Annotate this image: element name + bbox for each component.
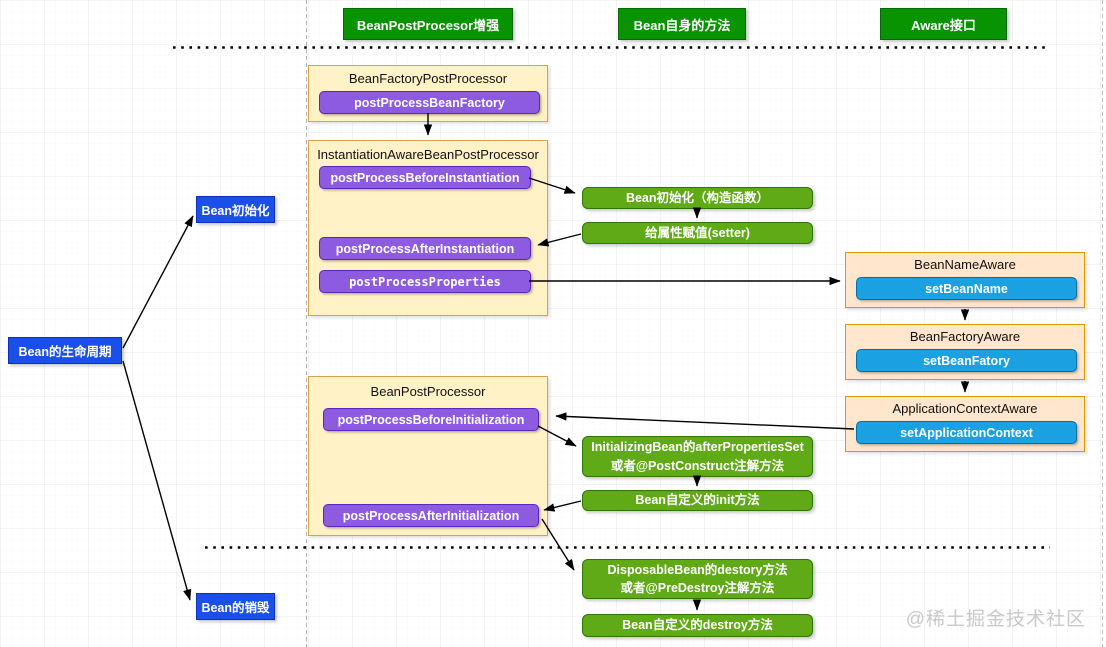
step-line2: 或者@PreDestroy注解方法 bbox=[620, 581, 775, 595]
node-bean-destroy: Bean的销毁 bbox=[196, 593, 275, 620]
watermark: @稀土掘金技术社区 bbox=[905, 609, 1086, 630]
step-line1: DisposableBean的destory方法 bbox=[607, 562, 788, 577]
method-postprocessafterinitialization: postProcessAfterInitialization bbox=[323, 504, 539, 527]
node-bean-lifecycle: Bean的生命周期 bbox=[8, 337, 122, 364]
step-line1: InitializingBean的afterPropertiesSet bbox=[591, 440, 804, 455]
step-afterpropertiesset: InitializingBean的afterPropertiesSet 或者@P… bbox=[582, 436, 813, 477]
method-postprocessbeforeinitialization: postProcessBeforeInitialization bbox=[323, 408, 539, 431]
step-setter: 给属性赋值(setter) bbox=[582, 222, 813, 244]
aware-beannameaware: BeanNameAware setBeanName bbox=[845, 252, 1085, 308]
group-instantiationawarebeanpostprocessor: InstantiationAwareBeanPostProcessor post… bbox=[308, 140, 548, 316]
lane-header-beanpostprocessor: BeanPostProcesor增强 bbox=[343, 8, 513, 40]
step-disposable-destroy: DisposableBean的destory方法 或者@PreDestroy注解… bbox=[582, 559, 813, 599]
step-line2: 或者@PostConstruct注解方法 bbox=[610, 458, 785, 473]
aware-title: BeanFactoryAware bbox=[909, 329, 1021, 344]
aware-applicationcontextaware: ApplicationContextAware setApplicationCo… bbox=[845, 396, 1085, 452]
method-postprocessproperties: postProcessProperties bbox=[319, 270, 531, 293]
method-setbeanname: setBeanName bbox=[856, 277, 1077, 300]
arrow-applicationcontext-to-beforeinitialization bbox=[555, 412, 855, 430]
group-title: InstantiationAwareBeanPostProcessor bbox=[317, 147, 539, 162]
aware-title: BeanNameAware bbox=[914, 257, 1016, 272]
node-bean-init: Bean初始化 bbox=[196, 196, 275, 223]
group-title: BeanFactoryPostProcessor bbox=[348, 71, 508, 86]
method-postprocessbeanfactory: postProcessBeanFactory bbox=[319, 91, 540, 114]
method-postprocessbeforeinstantiation: postProcessBeforeInstantiation bbox=[319, 166, 531, 189]
method-setapplicationcontext: setApplicationContext bbox=[856, 421, 1077, 444]
step-custom-init: Bean自定义的init方法 bbox=[582, 490, 813, 511]
lane-header-bean-methods: Bean自身的方法 bbox=[618, 8, 746, 40]
lane-header-aware: Aware接口 bbox=[880, 8, 1007, 40]
group-beanfactorypostprocessor: BeanFactoryPostProcessor postProcessBean… bbox=[308, 65, 548, 122]
arrow-custominit-to-afterinitialization bbox=[543, 500, 582, 512]
group-title: BeanPostProcessor bbox=[370, 384, 486, 399]
group-beanpostprocessor: BeanPostProcessor postProcessBeforeIniti… bbox=[308, 376, 548, 536]
arrow-lifecycle-to-init bbox=[122, 215, 194, 349]
step-custom-destroy: Bean自定义的destroy方法 bbox=[582, 614, 813, 637]
method-setbeanfatory: setBeanFatory bbox=[856, 349, 1077, 372]
method-postprocessafterinstantiation: postProcessAfterInstantiation bbox=[319, 237, 531, 260]
aware-title: ApplicationContextAware bbox=[892, 401, 1038, 416]
arrow-lifecycle-to-destroy bbox=[122, 360, 192, 601]
step-bean-construct: Bean初始化（构造函数） bbox=[582, 187, 813, 209]
aware-beanfactoryaware: BeanFactoryAware setBeanFatory bbox=[845, 324, 1085, 380]
